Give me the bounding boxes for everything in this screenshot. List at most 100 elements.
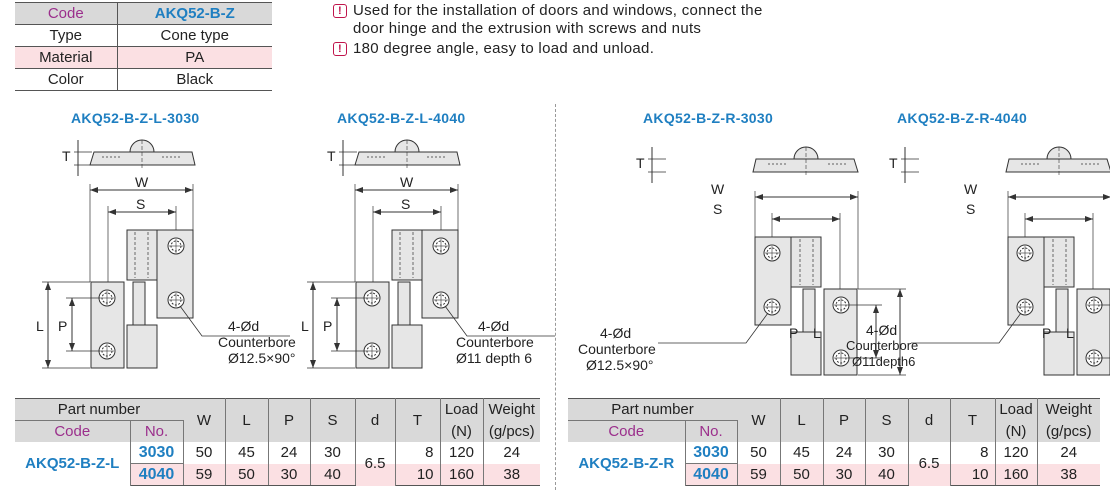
header-s: S	[310, 398, 356, 442]
cell-p: 30	[268, 463, 311, 486]
cell-p: 30	[823, 463, 866, 486]
hole-count: 4-Ød	[228, 318, 260, 334]
counterbore-label: Counterbore	[456, 334, 534, 350]
cell-d: 6.5	[355, 442, 396, 486]
cell-t: 10	[395, 463, 441, 486]
dim-t: T	[636, 155, 645, 171]
header-part-number: Part number	[15, 398, 184, 421]
spec-label: Color	[15, 68, 118, 91]
header-t: T	[395, 398, 441, 442]
row-no: 4040	[130, 463, 184, 486]
cell-s: 30	[865, 442, 909, 464]
cell-s: 40	[865, 463, 909, 486]
counterbore-size: Ø12.5×90°	[228, 350, 296, 366]
cell-load: 120	[440, 442, 484, 464]
note-item: ! Used for the installation of doors and …	[333, 2, 793, 38]
dim-s: S	[136, 196, 146, 212]
header-part-number: Part number	[568, 398, 738, 421]
cell-load: 120	[995, 442, 1038, 464]
cell-weight: 38	[1037, 463, 1100, 486]
hole-count: 4-Ød	[866, 322, 898, 338]
hole-count: 4-Ød	[600, 325, 632, 341]
note-item: ! 180 degree angle, easy to load and unlo…	[333, 40, 793, 58]
exclamation-box-icon: !	[333, 42, 347, 56]
note-text: Used for the installation of doors and w…	[353, 2, 763, 37]
dim-l: L	[36, 318, 44, 334]
cell-p: 24	[268, 442, 311, 464]
counterbore-size: Ø11depth6	[852, 354, 916, 369]
technical-drawings	[0, 139, 1110, 400]
cell-w: 50	[737, 442, 781, 464]
hole-count: 4-Ød	[478, 318, 510, 334]
spec-value: AKQ52-B-Z	[117, 2, 272, 25]
header-weight-unit: (g/pcs)	[1037, 420, 1100, 442]
spec-value: Cone type	[117, 24, 272, 47]
header-load-unit: (N)	[995, 420, 1038, 442]
dim-p: P	[789, 325, 799, 341]
hinge-drawing-r-4040	[911, 147, 1110, 375]
section-divider	[555, 104, 556, 490]
dim-l: L	[813, 325, 821, 341]
counterbore-label: Counterbore	[578, 341, 656, 357]
dim-s: S	[966, 201, 976, 217]
dim-w: W	[400, 174, 414, 190]
dim-t: T	[62, 148, 71, 164]
header-no: No.	[130, 420, 184, 442]
dim-s: S	[401, 196, 411, 212]
cell-weight: 24	[503, 444, 521, 462]
cell-load: 160	[440, 463, 484, 486]
feature-notes: ! Used for the installation of doors and …	[333, 2, 793, 60]
dim-s: S	[713, 201, 723, 217]
header-w: W	[183, 398, 226, 442]
cell-t: 8	[950, 442, 996, 464]
drawing-title: AKQ52-B-Z-L-4040	[337, 110, 466, 126]
cell-w: 50	[183, 442, 226, 464]
header-l: L	[225, 398, 269, 442]
note-text: 180 degree angle, easy to load and unloa…	[353, 40, 655, 57]
header-p: P	[823, 398, 866, 442]
dim-t: T	[889, 155, 898, 171]
dim-w: W	[135, 174, 149, 190]
cell-w: 59	[737, 463, 781, 486]
header-s: S	[865, 398, 909, 442]
header-load: Load	[995, 398, 1038, 421]
cell-l: 50	[780, 463, 824, 486]
counterbore-label: Counterbore	[846, 338, 919, 353]
spec-value: Black	[117, 68, 272, 91]
header-no: No.	[685, 420, 738, 442]
dim-w: W	[964, 181, 978, 197]
cell-weight: 38	[483, 463, 540, 486]
cell-weight: 24	[1060, 444, 1078, 462]
drawing-title: AKQ52-B-Z-R-3030	[643, 110, 774, 126]
dim-w: W	[711, 181, 725, 197]
exclamation-box-icon: !	[333, 4, 347, 18]
row-code: AKQ52-B-Z-R	[568, 442, 686, 486]
cell-s: 30	[310, 442, 356, 464]
spec-label: Code	[15, 2, 118, 25]
header-load: Load	[440, 398, 484, 421]
counterbore-size: Ø11 depth 6	[456, 350, 533, 366]
cell-l: 45	[225, 442, 269, 464]
cell-t: 8	[395, 442, 441, 464]
header-code: Code	[568, 420, 686, 442]
cell-l: 50	[225, 463, 269, 486]
header-t: T	[950, 398, 996, 442]
cell-t: 10	[950, 463, 996, 486]
spec-value: PA	[117, 46, 272, 69]
dim-p: P	[58, 318, 68, 334]
cell-load: 160	[995, 463, 1038, 486]
header-d: d	[908, 398, 951, 442]
